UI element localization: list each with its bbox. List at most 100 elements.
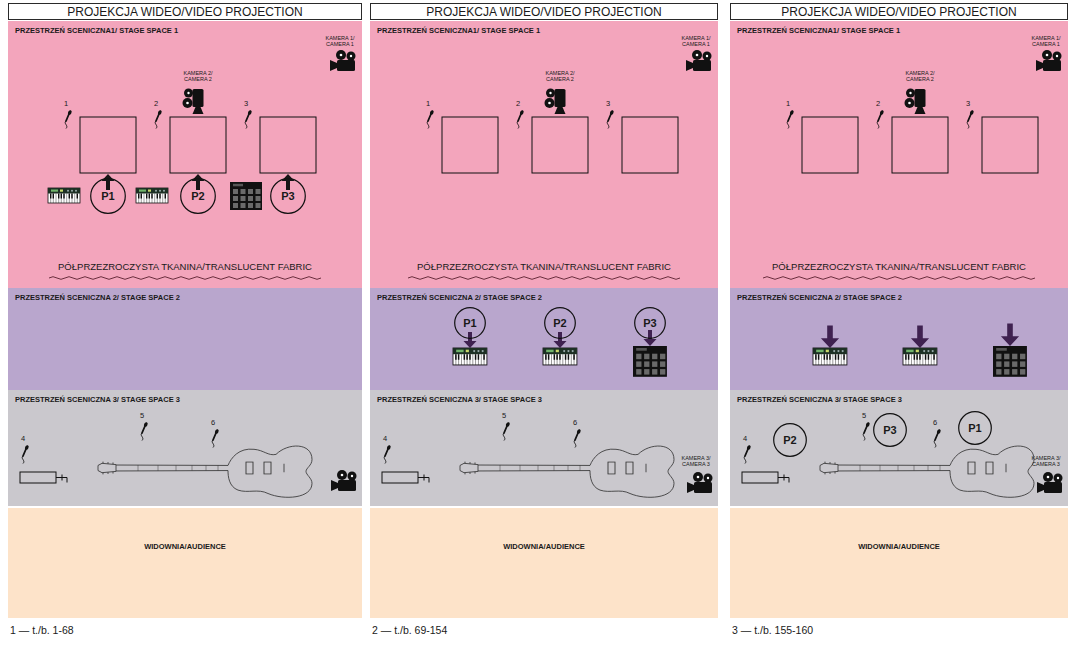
microphone-symbol [574,429,581,448]
node-text: PRZESTRZEŃ SCENICZNA 3/ STAGE SPACE 3 [377,395,718,404]
keyboard-symbol [48,188,80,203]
node-text: WIDOWNIA/AUDIENCE [8,542,362,551]
node-text: PRZESTRZEŃ SCENICZNA 3/ STAGE SPACE 3 [737,395,1068,404]
camera-label: KAMERA 3/ CAMERA 3 [1026,455,1066,468]
screen-square [442,117,678,173]
audience-band: WIDOWNIA/AUDIENCE [730,508,1068,618]
performer-circle: P1 [90,178,126,214]
node-text: PRZESTRZEŃ SCENICZNA1/ STAGE SPACE 1 [737,26,1068,35]
performer-circle: P3 [873,413,907,447]
node-text: P1 [101,190,114,202]
guitar-symbol [460,446,674,497]
microphone-symbol [141,422,148,441]
camera-symbol [905,89,926,115]
microphone-symbol [65,110,72,129]
node-text: PROJEKCJA WIDEO/VIDEO PROJECTION [67,5,302,19]
camera-symbol [183,89,204,115]
node-text: PRZESTRZEŃ SCENICZNA 2/ STAGE SPACE 2 [15,293,362,302]
arrow-symbol [464,332,477,348]
microphone-symbol [384,445,391,464]
node-text: PRZESTRZEŃ SCENICZNA1/ STAGE SPACE 1 [15,26,362,35]
screen-square [80,117,316,173]
arrow-symbol [102,174,115,190]
header-box: PROJEKCJA WIDEO/VIDEO PROJECTION [370,3,718,20]
arrow-symbol [821,326,839,348]
microphone-symbol [517,110,524,129]
circle-outline [271,179,306,214]
performer-circle: P2 [180,178,216,214]
camera-label: KAMERA 1/ CAMERA 1 [320,35,360,48]
camera-symbol [331,470,357,491]
microphone-symbol [22,445,29,464]
mic-number: 4 [743,435,747,444]
audience-band: WIDOWNIA/AUDIENCE [8,508,362,618]
node-text: WIDOWNIA/AUDIENCE [370,542,718,551]
drum-pad-symbol [993,346,1027,377]
microphone-symbol [967,110,974,129]
keyboard-symbol [136,188,168,203]
screen-square [802,117,1038,173]
stage-art [20,50,357,497]
guitar-symbol [820,446,1034,497]
performer-circle: P3 [634,307,666,339]
camera-symbol [686,50,712,71]
microphone-symbol [934,429,941,448]
performer-circle: P1 [958,411,992,445]
camera-label: KAMERA 2/ CAMERA 2 [540,70,580,83]
node-text: P1 [968,422,981,434]
node-text: P2 [191,190,204,202]
keyboard-symbol [903,348,937,365]
microphone-symbol [877,110,884,129]
circle-outline [181,179,216,214]
arrow-symbol [282,174,295,190]
microphone-symbol [607,110,614,129]
arrow-symbol [1001,324,1019,346]
mic-number: 6 [573,419,577,428]
fabric-label: PÓŁPRZEZROCZYSTA TKANINA/TRANSLUCENT FAB… [370,262,718,273]
microphone-symbol [503,422,510,441]
drum-pad-symbol [633,346,667,377]
camera-label: KAMERA 2/ CAMERA 2 [178,70,218,83]
stage-band: PRZESTRZEŃ SCENICZNA 3/ STAGE SPACE 3 [8,390,362,506]
stage-band: PRZESTRZEŃ SCENICZNA1/ STAGE SPACE 1 P1 P2… [8,21,362,288]
camera-symbol [687,472,713,493]
caption: 2 — t./b. 69-154 [372,624,447,636]
microphone-symbol [245,110,252,129]
circle-outline [91,179,126,214]
node-text: PRZESTRZEŃ SCENICZNA1/ STAGE SPACE 1 [377,26,718,35]
stage-band: PRZESTRZEŃ SCENICZNA 2/ STAGE SPACE 2 [8,288,362,390]
camera-label: KAMERA 1/ CAMERA 1 [1026,35,1066,48]
stage-band: PRZESTRZEŃ SCENICZNA 2/ STAGE SPACE 2 P1 P… [370,288,718,390]
arrow-symbol [911,326,929,348]
microphone-symbol [863,422,870,441]
mic-number: 3 [244,100,248,109]
circle-outline [774,424,807,457]
mic-number: 4 [383,435,387,444]
circle-outline [545,308,576,339]
camera-symbol [1036,50,1062,71]
stage-band: PRZESTRZEŃ SCENICZNA 3/ STAGE SPACE 3 [370,390,718,506]
guitar-symbol [98,446,312,497]
performer-circle: P2 [544,307,576,339]
node-text: PRZESTRZEŃ SCENICZNA 2/ STAGE SPACE 2 [377,293,718,302]
microphone-symbol [212,429,219,448]
amplifier-symbol [20,472,67,483]
caption: 3 — t./b. 155-160 [732,624,813,636]
mic-number: 2 [876,100,880,109]
node-text: P3 [643,317,656,329]
keyboard-symbol [543,348,577,365]
mic-number: 5 [502,412,506,421]
mic-number: 2 [516,100,520,109]
node-text: PRZESTRZEŃ SCENICZNA 3/ STAGE SPACE 3 [15,395,362,404]
drum-pad-symbol [230,182,262,210]
keyboard-symbol [453,348,487,365]
node-text: PROJEKCJA WIDEO/VIDEO PROJECTION [426,5,661,19]
node-text: P1 [463,317,476,329]
mic-number: 1 [786,100,790,109]
circle-outline [874,414,907,447]
fabric-label: PÓŁPRZEZROCZYSTA TKANINA/TRANSLUCENT FAB… [730,262,1068,273]
node-text: PROJEKCJA WIDEO/VIDEO PROJECTION [781,5,1016,19]
audience-band: WIDOWNIA/AUDIENCE [370,508,718,618]
mic-number: 5 [140,412,144,421]
mic-number: 3 [606,100,610,109]
